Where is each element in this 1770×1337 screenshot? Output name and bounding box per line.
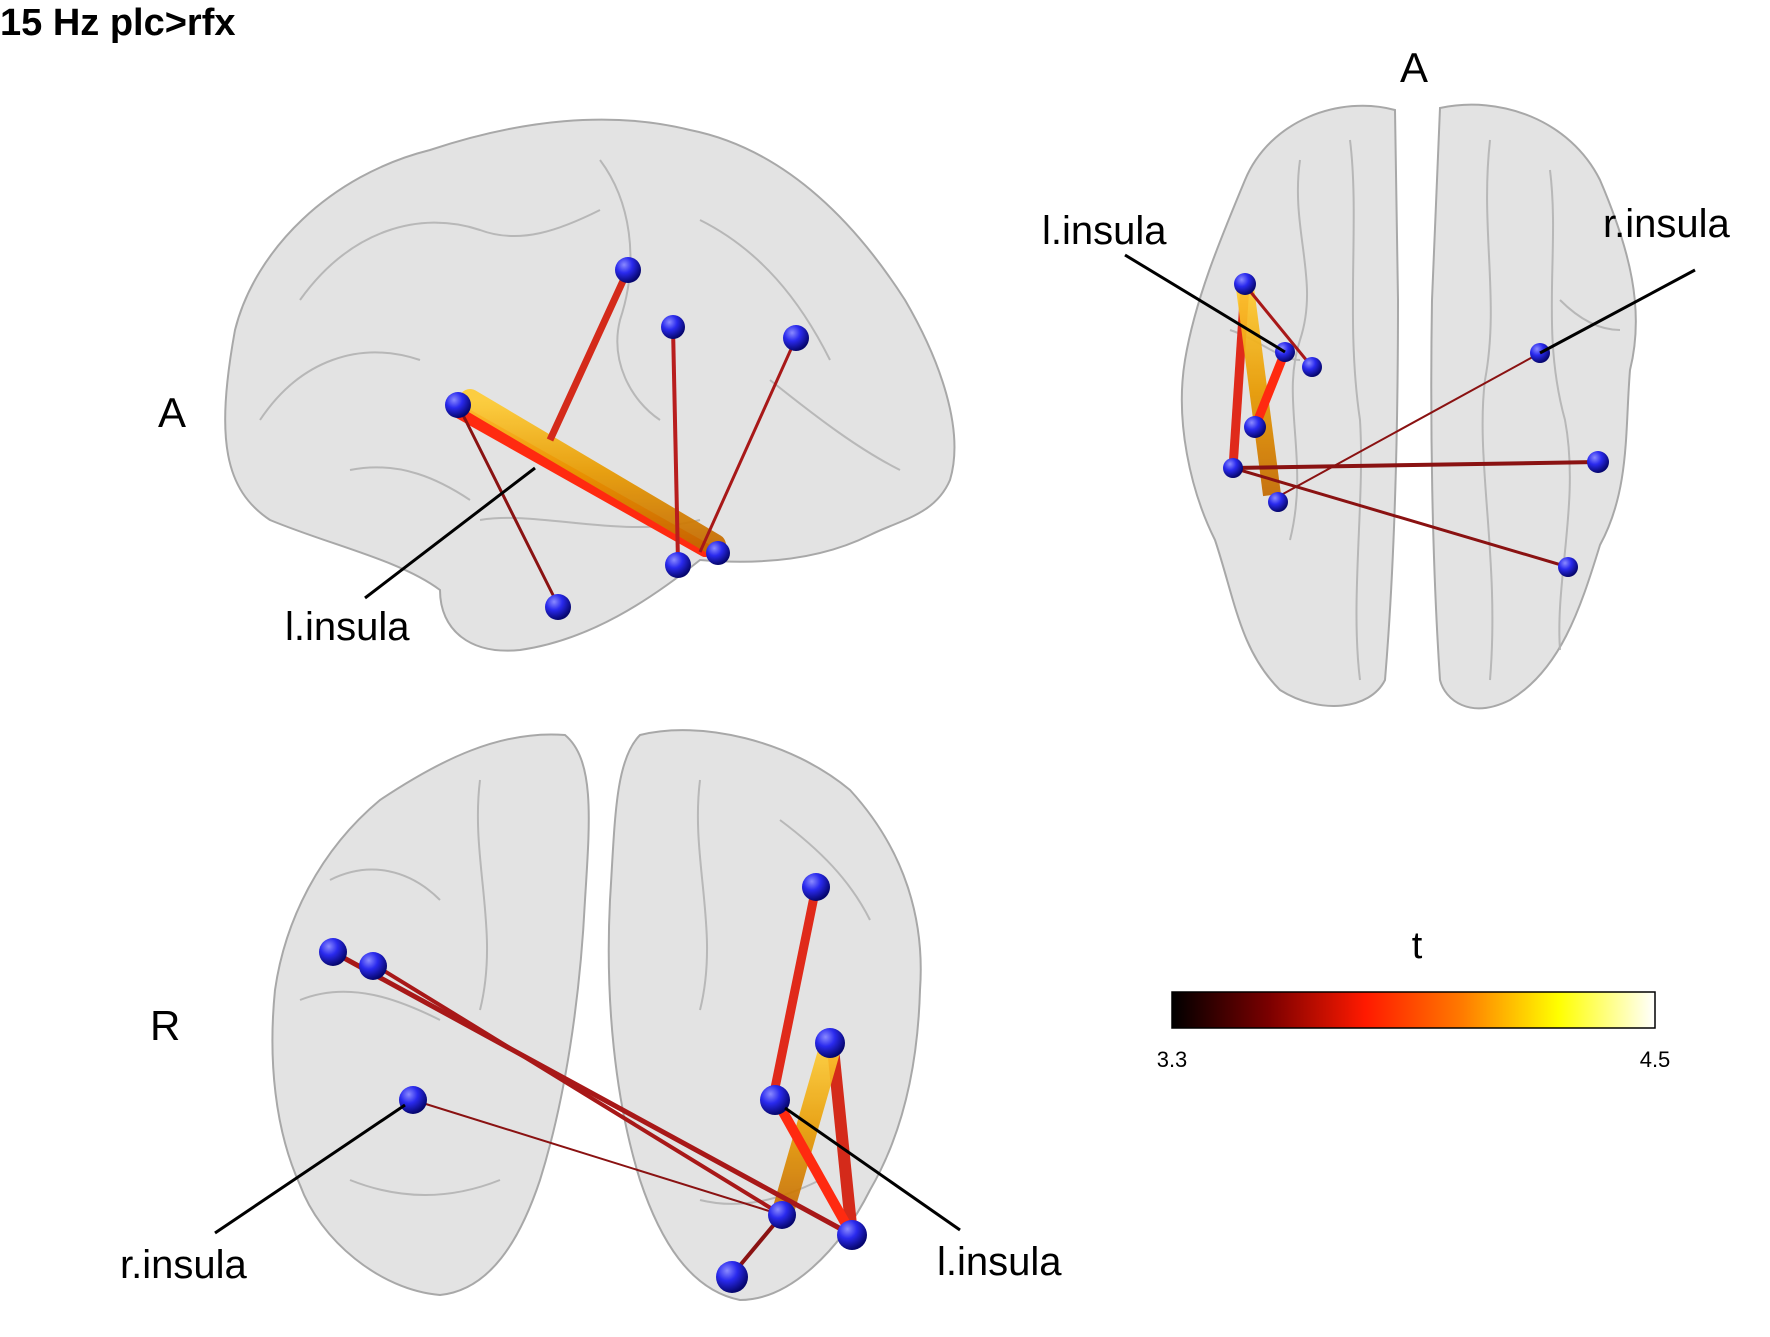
node xyxy=(1587,451,1609,473)
node xyxy=(1234,273,1256,295)
edge xyxy=(1232,466,1569,569)
sagittal-callout-line xyxy=(364,466,536,600)
axial-edges xyxy=(1228,284,1599,569)
axial-gyri xyxy=(1229,139,1621,681)
coronal-edges xyxy=(331,886,858,1277)
axial-right-hemisphere xyxy=(1430,103,1637,710)
edge xyxy=(698,337,798,553)
edge-strongest xyxy=(1236,286,1281,497)
node xyxy=(815,1028,845,1058)
colorbar: t 3.3 4.5 xyxy=(1157,925,1671,1072)
colorbar-gradient xyxy=(1171,991,1656,1029)
coronal-left-hemisphere xyxy=(607,729,922,1302)
node xyxy=(1268,492,1288,512)
node xyxy=(768,1201,796,1229)
axial-orientation-label: A xyxy=(1400,44,1428,91)
node xyxy=(545,594,571,620)
axial-callout-l-insula: l.insula xyxy=(1042,209,1167,253)
sagittal-nodes xyxy=(445,257,809,620)
edge xyxy=(827,1047,858,1236)
coronal-callout-line-left xyxy=(784,1106,961,1232)
edge xyxy=(1250,350,1290,429)
edge xyxy=(773,1100,857,1238)
sagittal-orientation-label: A xyxy=(158,389,186,436)
node xyxy=(1302,357,1322,377)
node xyxy=(706,541,730,565)
sagittal-callout-l-insula: l.insula xyxy=(285,605,410,649)
axial-nodes xyxy=(1223,273,1609,577)
coronal-nodes xyxy=(319,873,867,1293)
edge xyxy=(1271,352,1541,501)
edge xyxy=(331,949,854,1238)
edge-strongest xyxy=(771,1044,841,1219)
edge xyxy=(671,326,680,563)
axial-callout-line-left xyxy=(1124,253,1286,354)
coronal-gyri xyxy=(299,779,871,1205)
edge-strongest xyxy=(459,389,726,556)
node xyxy=(1558,557,1578,577)
colorbar-label: t xyxy=(1412,925,1423,967)
coronal-orientation-label: R xyxy=(150,1002,180,1049)
edge xyxy=(769,886,821,1094)
edge xyxy=(412,1099,783,1216)
node xyxy=(1244,416,1266,438)
node xyxy=(319,938,347,966)
axial-panel: A l.insula r.insula xyxy=(1042,44,1730,710)
node xyxy=(716,1261,748,1293)
colorbar-max: 4.5 xyxy=(1640,1047,1671,1072)
node xyxy=(399,1086,427,1114)
colorbar-min: 3.3 xyxy=(1157,1047,1188,1072)
sagittal-panel: A l.insula xyxy=(158,118,956,652)
edge xyxy=(546,268,632,442)
node xyxy=(615,257,641,283)
coronal-callout-line-right xyxy=(214,1103,406,1235)
axial-left-hemisphere xyxy=(1180,104,1400,707)
node xyxy=(783,325,809,351)
sagittal-brain-surface xyxy=(224,118,956,652)
node xyxy=(802,873,830,901)
coronal-callout-r-insula: r.insula xyxy=(120,1243,247,1287)
node xyxy=(837,1220,867,1250)
edge xyxy=(1243,284,1314,368)
coronal-callout-l-insula: l.insula xyxy=(937,1240,1062,1284)
edge xyxy=(1232,460,1599,470)
node xyxy=(445,392,471,418)
edge xyxy=(456,404,560,606)
axial-callout-line-right xyxy=(1539,268,1696,355)
axial-callout-r-insula: r.insula xyxy=(1603,202,1730,246)
figure-title: 15 Hz plc>rfx xyxy=(0,2,236,44)
node xyxy=(760,1085,790,1115)
edge xyxy=(371,962,784,1217)
node xyxy=(665,552,691,578)
sagittal-gyri xyxy=(259,159,901,529)
node xyxy=(359,952,387,980)
sagittal-edges xyxy=(453,268,798,606)
coronal-panel: R r.insula l.insula xyxy=(120,729,1062,1302)
node xyxy=(661,315,685,339)
node xyxy=(1223,458,1243,478)
